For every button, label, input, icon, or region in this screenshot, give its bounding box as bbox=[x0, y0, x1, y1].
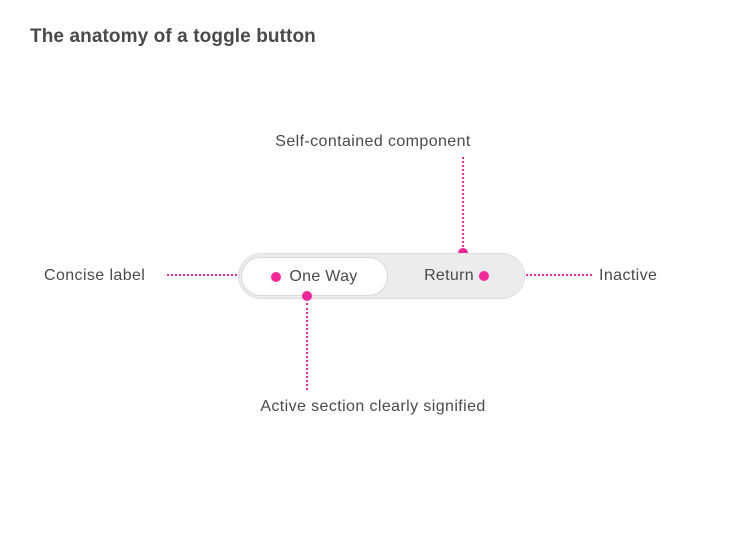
dotted-line-bottom bbox=[306, 303, 308, 390]
toggle-button: One Way Return bbox=[238, 253, 525, 299]
annotation-bottom-label: Active section clearly signified bbox=[260, 398, 486, 415]
toggle-segment-return[interactable]: Return bbox=[388, 254, 525, 298]
toggle-active-label: One Way bbox=[289, 267, 358, 285]
dotted-line-right bbox=[501, 274, 592, 276]
annotation-right-label: Inactive bbox=[599, 267, 658, 284]
annotation-left-label: Concise label bbox=[44, 267, 146, 284]
page-title: The anatomy of a toggle button bbox=[30, 26, 316, 47]
dotted-line-left bbox=[167, 274, 237, 276]
annotation-top-label: Self-contained component bbox=[275, 133, 471, 150]
annotation-dot-bottom bbox=[302, 291, 312, 301]
annotation-dot-active-label bbox=[271, 271, 282, 282]
toggle-segment-one-way[interactable]: One Way bbox=[241, 257, 388, 296]
dotted-line-top bbox=[462, 157, 464, 247]
toggle-inactive-label: Return bbox=[424, 267, 474, 284]
annotation-dot-inactive bbox=[478, 271, 489, 281]
